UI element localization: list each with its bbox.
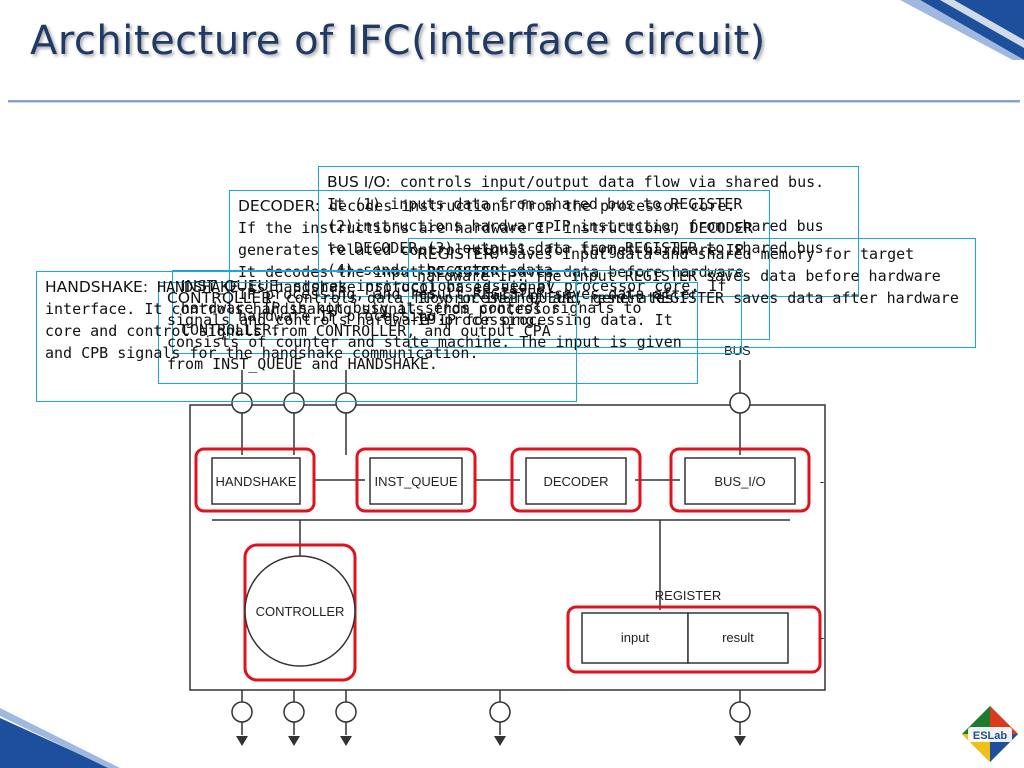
callout-controller-heading: CONTROLLER: [167, 289, 277, 307]
callout-decoder-heading: DECODER: [238, 197, 320, 215]
inst-queue-label: INST_QUEUE [374, 474, 457, 489]
title-divider [8, 100, 1020, 103]
side-minus-2: - [820, 630, 824, 645]
register-result-label: result [722, 630, 754, 645]
register-input-block [581, 612, 689, 664]
top-ports [231, 360, 751, 455]
bus-io-label: BUS_I/O [714, 474, 765, 489]
decoder-label: DECODER [543, 474, 608, 489]
callout-register: REGISTER: saves input data and shared me… [408, 238, 976, 348]
callout-decoder: DECODER: decodes instructions from the p… [229, 190, 770, 340]
handshake-highlight [194, 447, 316, 513]
ifc-outer-frame [189, 404, 826, 691]
callout-inst-queue-heading: INST_QUEUE: [181, 277, 284, 295]
bottom-ports [231, 690, 751, 735]
bus-io-highlight [669, 447, 811, 513]
register-label: REGISTER [655, 588, 721, 603]
decoder-highlight [510, 447, 642, 513]
register-highlight [566, 605, 822, 674]
callout-bus-io-heading: BUS I/O: [327, 173, 391, 191]
bus-label: BUS [724, 343, 751, 358]
eslab-logo-text: ESLab [973, 730, 1008, 742]
callout-handshake: HANDSHAKE: HANDSHAKE is handshake protoc… [36, 271, 577, 402]
handshake-label: HANDSHAKE [216, 474, 297, 489]
callout-decoder-text: decodes instructions from the processor … [238, 197, 753, 325]
callout-controller-text: controls data flow in INST_QUEUE, genera… [167, 289, 682, 373]
decoder-block [525, 457, 627, 505]
controller-block [244, 555, 356, 667]
callout-handshake-heading: HANDSHAKE: [45, 278, 149, 296]
callout-handshake-text: HANDSHAKE is handshake protocol based si… [45, 278, 560, 362]
bottom-left-corner-decoration [0, 708, 120, 768]
callout-bus-io: BUS I/O: controls input/output data flow… [318, 166, 859, 297]
callout-inst-queue-text: stores instructions issued by processor … [181, 277, 727, 339]
register-input-label: input [621, 630, 650, 645]
eslab-logo: ESLab [962, 706, 1018, 762]
callout-controller: CONTROLLER: controls data flow in INST_Q… [158, 282, 698, 384]
handshake-block [211, 457, 301, 505]
callout-register-heading: REGISTER: [417, 245, 499, 263]
side-minus-1: - [820, 474, 824, 489]
callout-register-text: saves input data and shared memory for t… [417, 245, 959, 329]
register-result-block [687, 612, 789, 664]
top-right-corner-decoration [900, 0, 1024, 60]
inst-queue-highlight [355, 447, 477, 513]
callout-bus-io-text: controls input/output data flow via shar… [327, 173, 825, 279]
callout-inst-queue: INST_QUEUE: stores instructions issued b… [172, 270, 742, 354]
bus-io-block [684, 457, 796, 505]
inst-queue-block [369, 457, 463, 505]
controller-label: CONTROLLER [256, 604, 345, 619]
slide-title: Architecture of IFC(interface circuit) [30, 18, 766, 64]
